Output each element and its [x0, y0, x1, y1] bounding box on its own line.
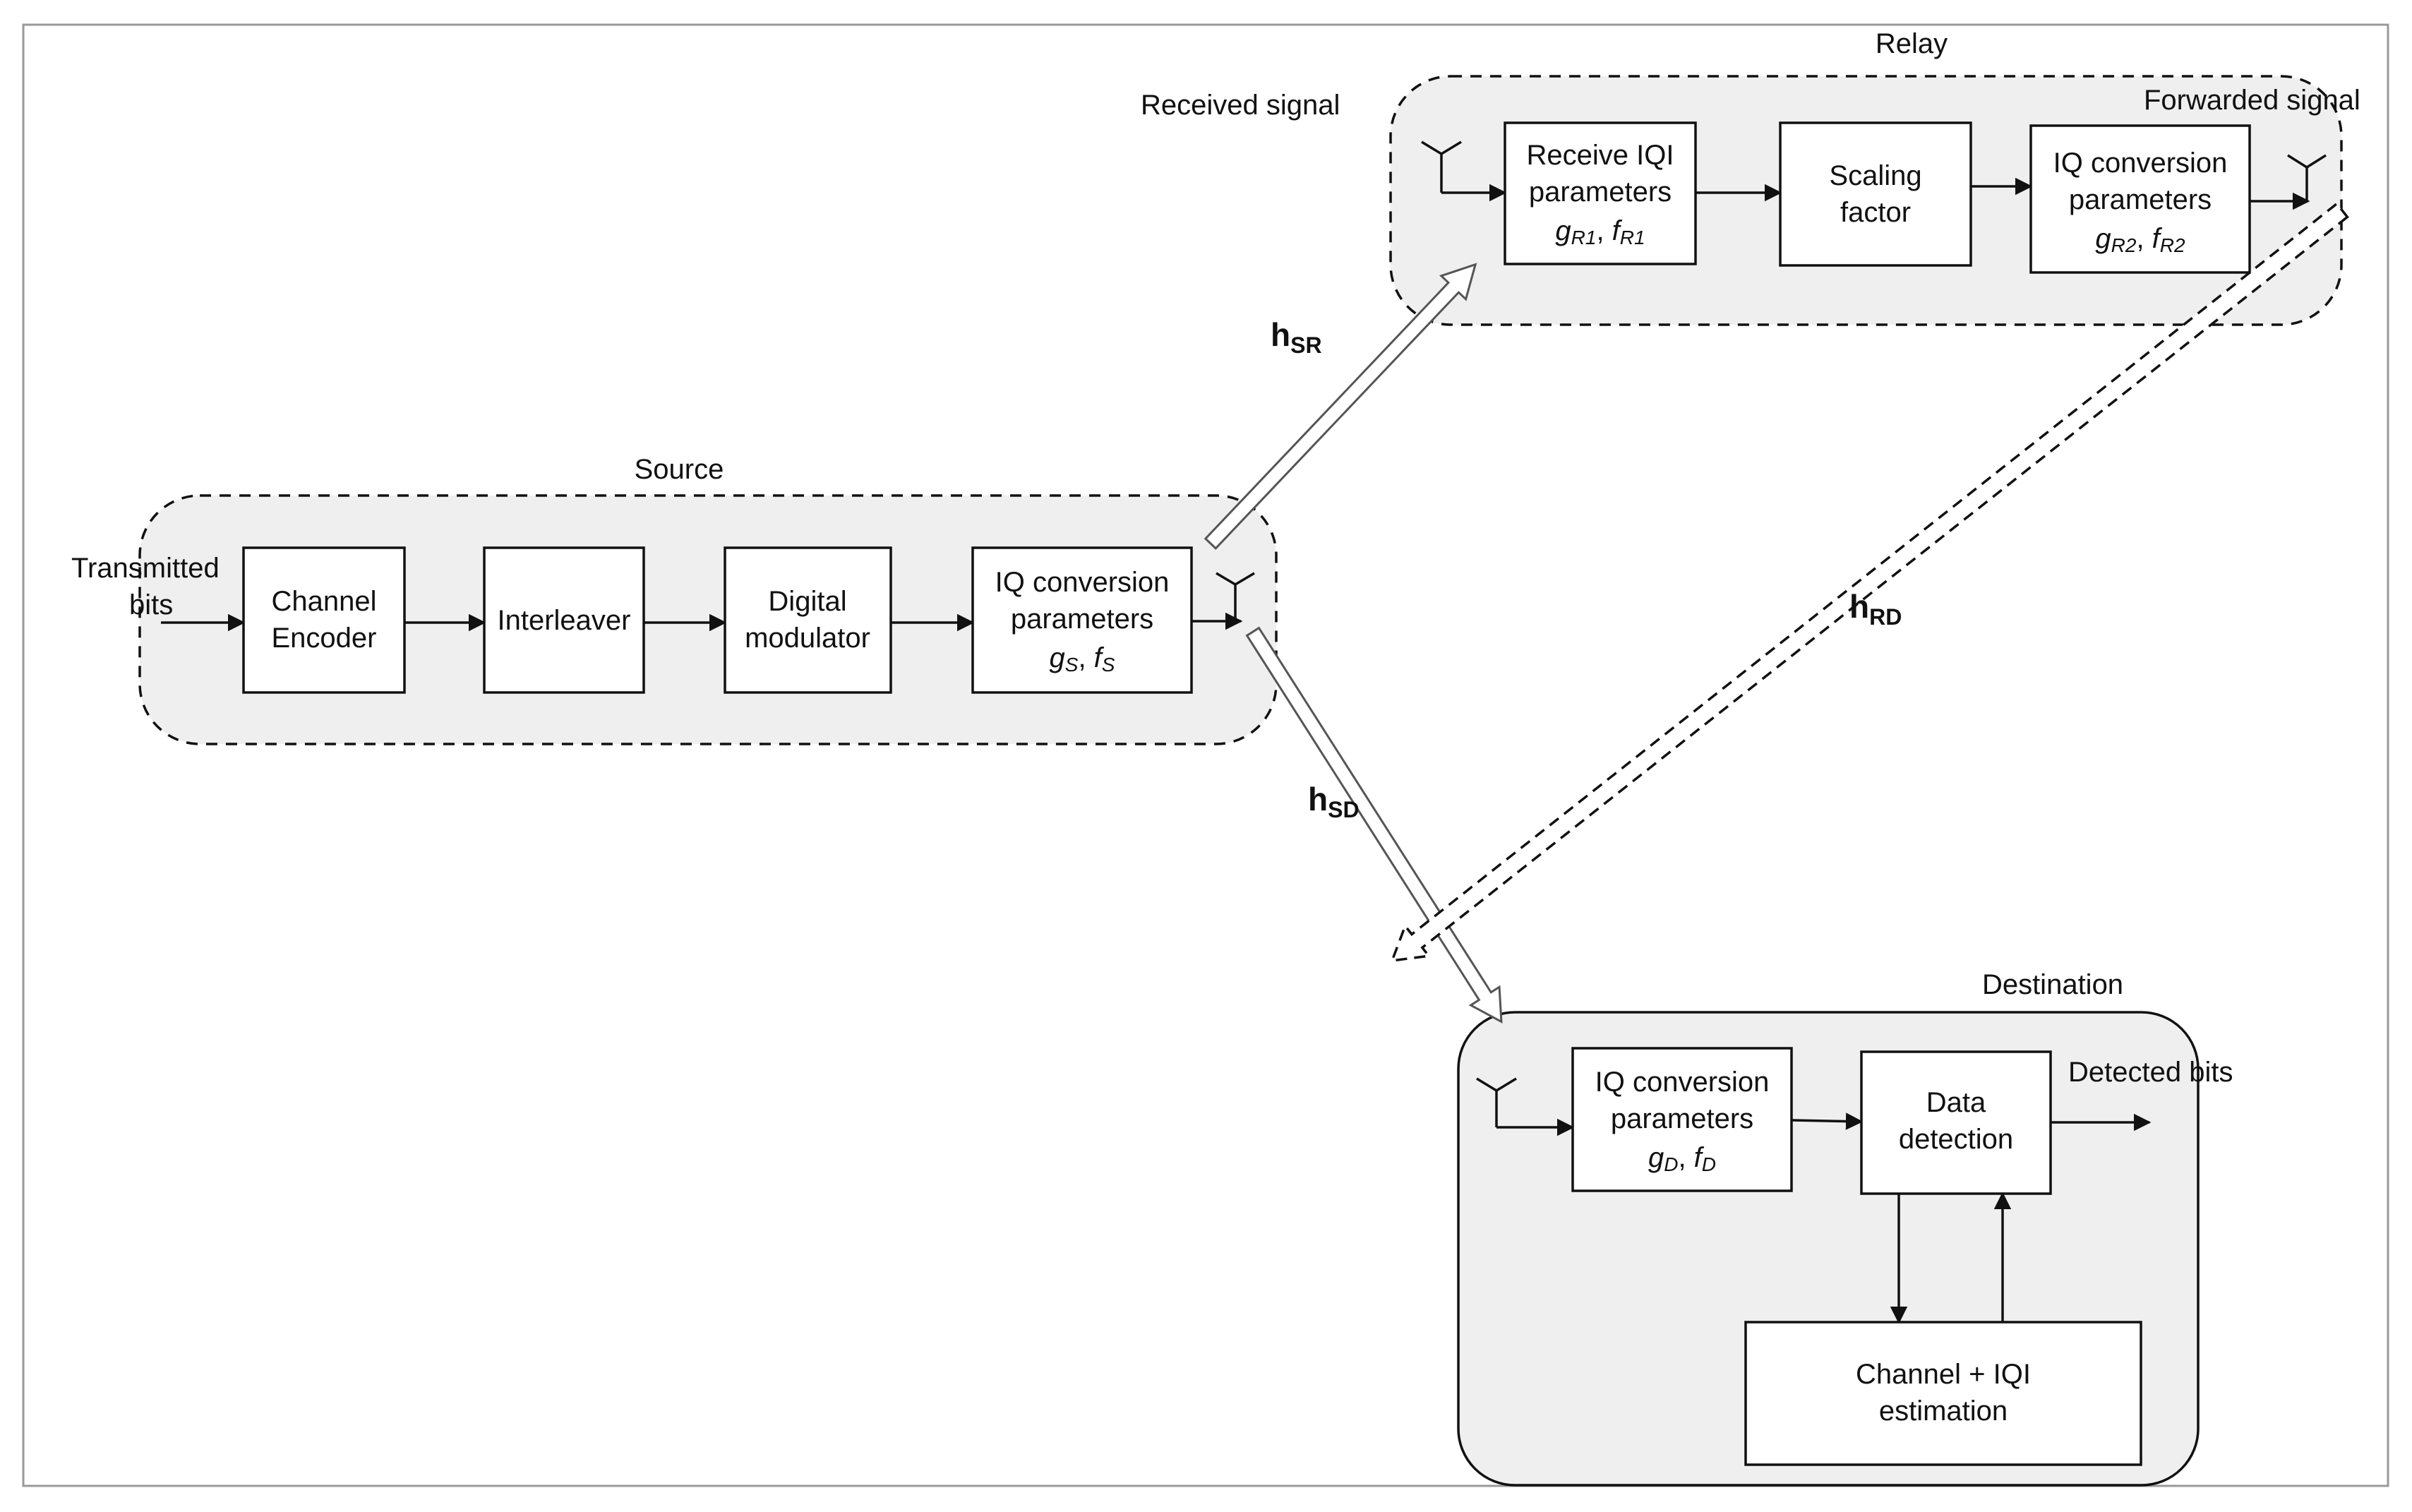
- channel-encoder-block: [242, 546, 406, 694]
- relay-tx-antenna-icon: [2287, 154, 2327, 201]
- interleaver-block: [483, 546, 645, 694]
- destination-iq-label-2: parameters: [1611, 1103, 1753, 1134]
- digital-modulator-label-2: modulator: [745, 623, 870, 654]
- destination-iq-params: gD, fD: [1648, 1142, 1716, 1175]
- interleaver-label: Interleaver: [498, 605, 631, 636]
- transmitted-bits-label-2: bits: [129, 589, 173, 620]
- figure-frame: [22, 23, 2389, 1487]
- digital-modulator-label-1: Digital: [768, 586, 846, 617]
- relay-rx-antenna-icon: [1421, 140, 1507, 202]
- detected-bits-label: Detected bits: [2068, 1057, 2233, 1088]
- scaling-factor-label-2: factor: [1840, 197, 1911, 228]
- channel-sr-arrow: [1204, 263, 1477, 551]
- relay-iq-label-2: parameters: [2069, 184, 2212, 215]
- channel-sd-arrow: [1245, 626, 1503, 1024]
- digital-modulator-block: [724, 546, 892, 694]
- source-antenna-icon: [1216, 572, 1255, 621]
- received-signal-label: Received signal: [1141, 90, 1340, 121]
- scaling-factor-label-1: Scaling: [1829, 160, 1921, 191]
- channel-encoder-label-1: Channel: [271, 586, 376, 617]
- source-iq-label-2: parameters: [1011, 604, 1153, 635]
- data-detection-label-1: Data: [1926, 1087, 1986, 1118]
- receive-iqi-label-1: Receive IQI: [1527, 140, 1674, 171]
- channel-iqi-estimation-block: [1744, 1321, 2142, 1466]
- source-title: Source: [635, 454, 724, 485]
- destination-title: Destination: [1982, 969, 2123, 1000]
- transmitted-bits-label: Transmitted: [71, 553, 220, 584]
- relay-iq-params: gR2, fR2: [2095, 223, 2185, 256]
- data-detection-block: [1860, 1050, 2052, 1195]
- channel-iqi-estimation-label-1: Channel + IQI: [1856, 1359, 2031, 1390]
- scaling-factor-block: [1779, 121, 1972, 267]
- data-detection-label-2: detection: [1899, 1124, 2013, 1155]
- destination-iq-block: [1571, 1047, 1793, 1192]
- source-iq-params: gS, fS: [1050, 642, 1115, 676]
- receive-iqi-params: gR1, fR1: [1555, 215, 1645, 248]
- destination-antenna-icon: [1476, 1077, 1575, 1136]
- relay-iq-label-1: IQ conversion: [2053, 148, 2228, 179]
- channel-rd-label: hRD: [1849, 588, 1902, 630]
- channel-sr-label: hSR: [1271, 316, 1322, 358]
- relay-iq-block: [2029, 124, 2251, 274]
- channel-sd-label: hSD: [1308, 781, 1360, 822]
- channel-encoder-label-2: Encoder: [272, 623, 377, 654]
- channel-iqi-estimation-label-2: estimation: [1879, 1396, 2008, 1427]
- receive-iqi-label-2: parameters: [1529, 176, 1672, 208]
- source-iq-label-1: IQ conversion: [995, 567, 1170, 598]
- forwarded-signal-label: Forwarded signal: [2144, 85, 2360, 116]
- relay-title: Relay: [1876, 28, 1948, 59]
- destination-iq-label-1: IQ conversion: [1595, 1067, 1770, 1098]
- channel-rd-arrow: [1390, 202, 2349, 963]
